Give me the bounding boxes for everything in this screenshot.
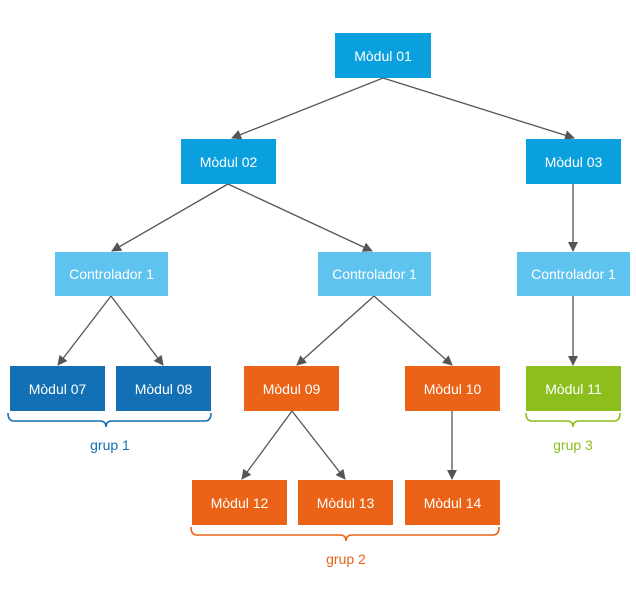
edge-ctrl-a-07 xyxy=(57,295,112,366)
modul-01-node: Mòdul 01 xyxy=(335,33,431,78)
modul-09-node: Mòdul 09 xyxy=(244,366,339,411)
edge-ctrl-a-08 xyxy=(110,295,164,366)
controlador-node-left: Controlador 1 xyxy=(55,252,168,296)
edge-01-03 xyxy=(382,77,575,141)
group-2-label: grup 2 xyxy=(326,551,366,567)
edge-ctrl-b-10 xyxy=(373,295,453,366)
edge-02-ctrl-b xyxy=(227,183,373,252)
modul-12-node: Mòdul 12 xyxy=(192,480,287,525)
edge-ctrl-b-09 xyxy=(296,295,375,366)
modul-10-node: Mòdul 10 xyxy=(405,366,500,411)
modul-08-node: Mòdul 08 xyxy=(116,366,211,411)
edge-02-ctrl-a xyxy=(111,183,229,252)
modul-07-node: Mòdul 07 xyxy=(10,366,105,411)
controlador-node-middle: Controlador 1 xyxy=(318,252,431,296)
group-1-label: grup 1 xyxy=(90,437,130,453)
modul-03-node: Mòdul 03 xyxy=(526,139,621,184)
modul-11-node: Mòdul 11 xyxy=(526,366,621,411)
edge-09-13 xyxy=(291,410,346,480)
group3-brace xyxy=(525,412,621,428)
modul-02-node: Mòdul 02 xyxy=(181,139,276,184)
modul-14-node: Mòdul 14 xyxy=(405,480,500,525)
modul-13-node: Mòdul 13 xyxy=(298,480,393,525)
edge-09-12 xyxy=(241,410,293,480)
group1-brace xyxy=(7,412,212,428)
edge-01-02 xyxy=(231,77,384,140)
group-3-label: grup 3 xyxy=(553,437,593,453)
controlador-node-right: Controlador 1 xyxy=(517,252,630,296)
group2-brace xyxy=(190,526,500,542)
